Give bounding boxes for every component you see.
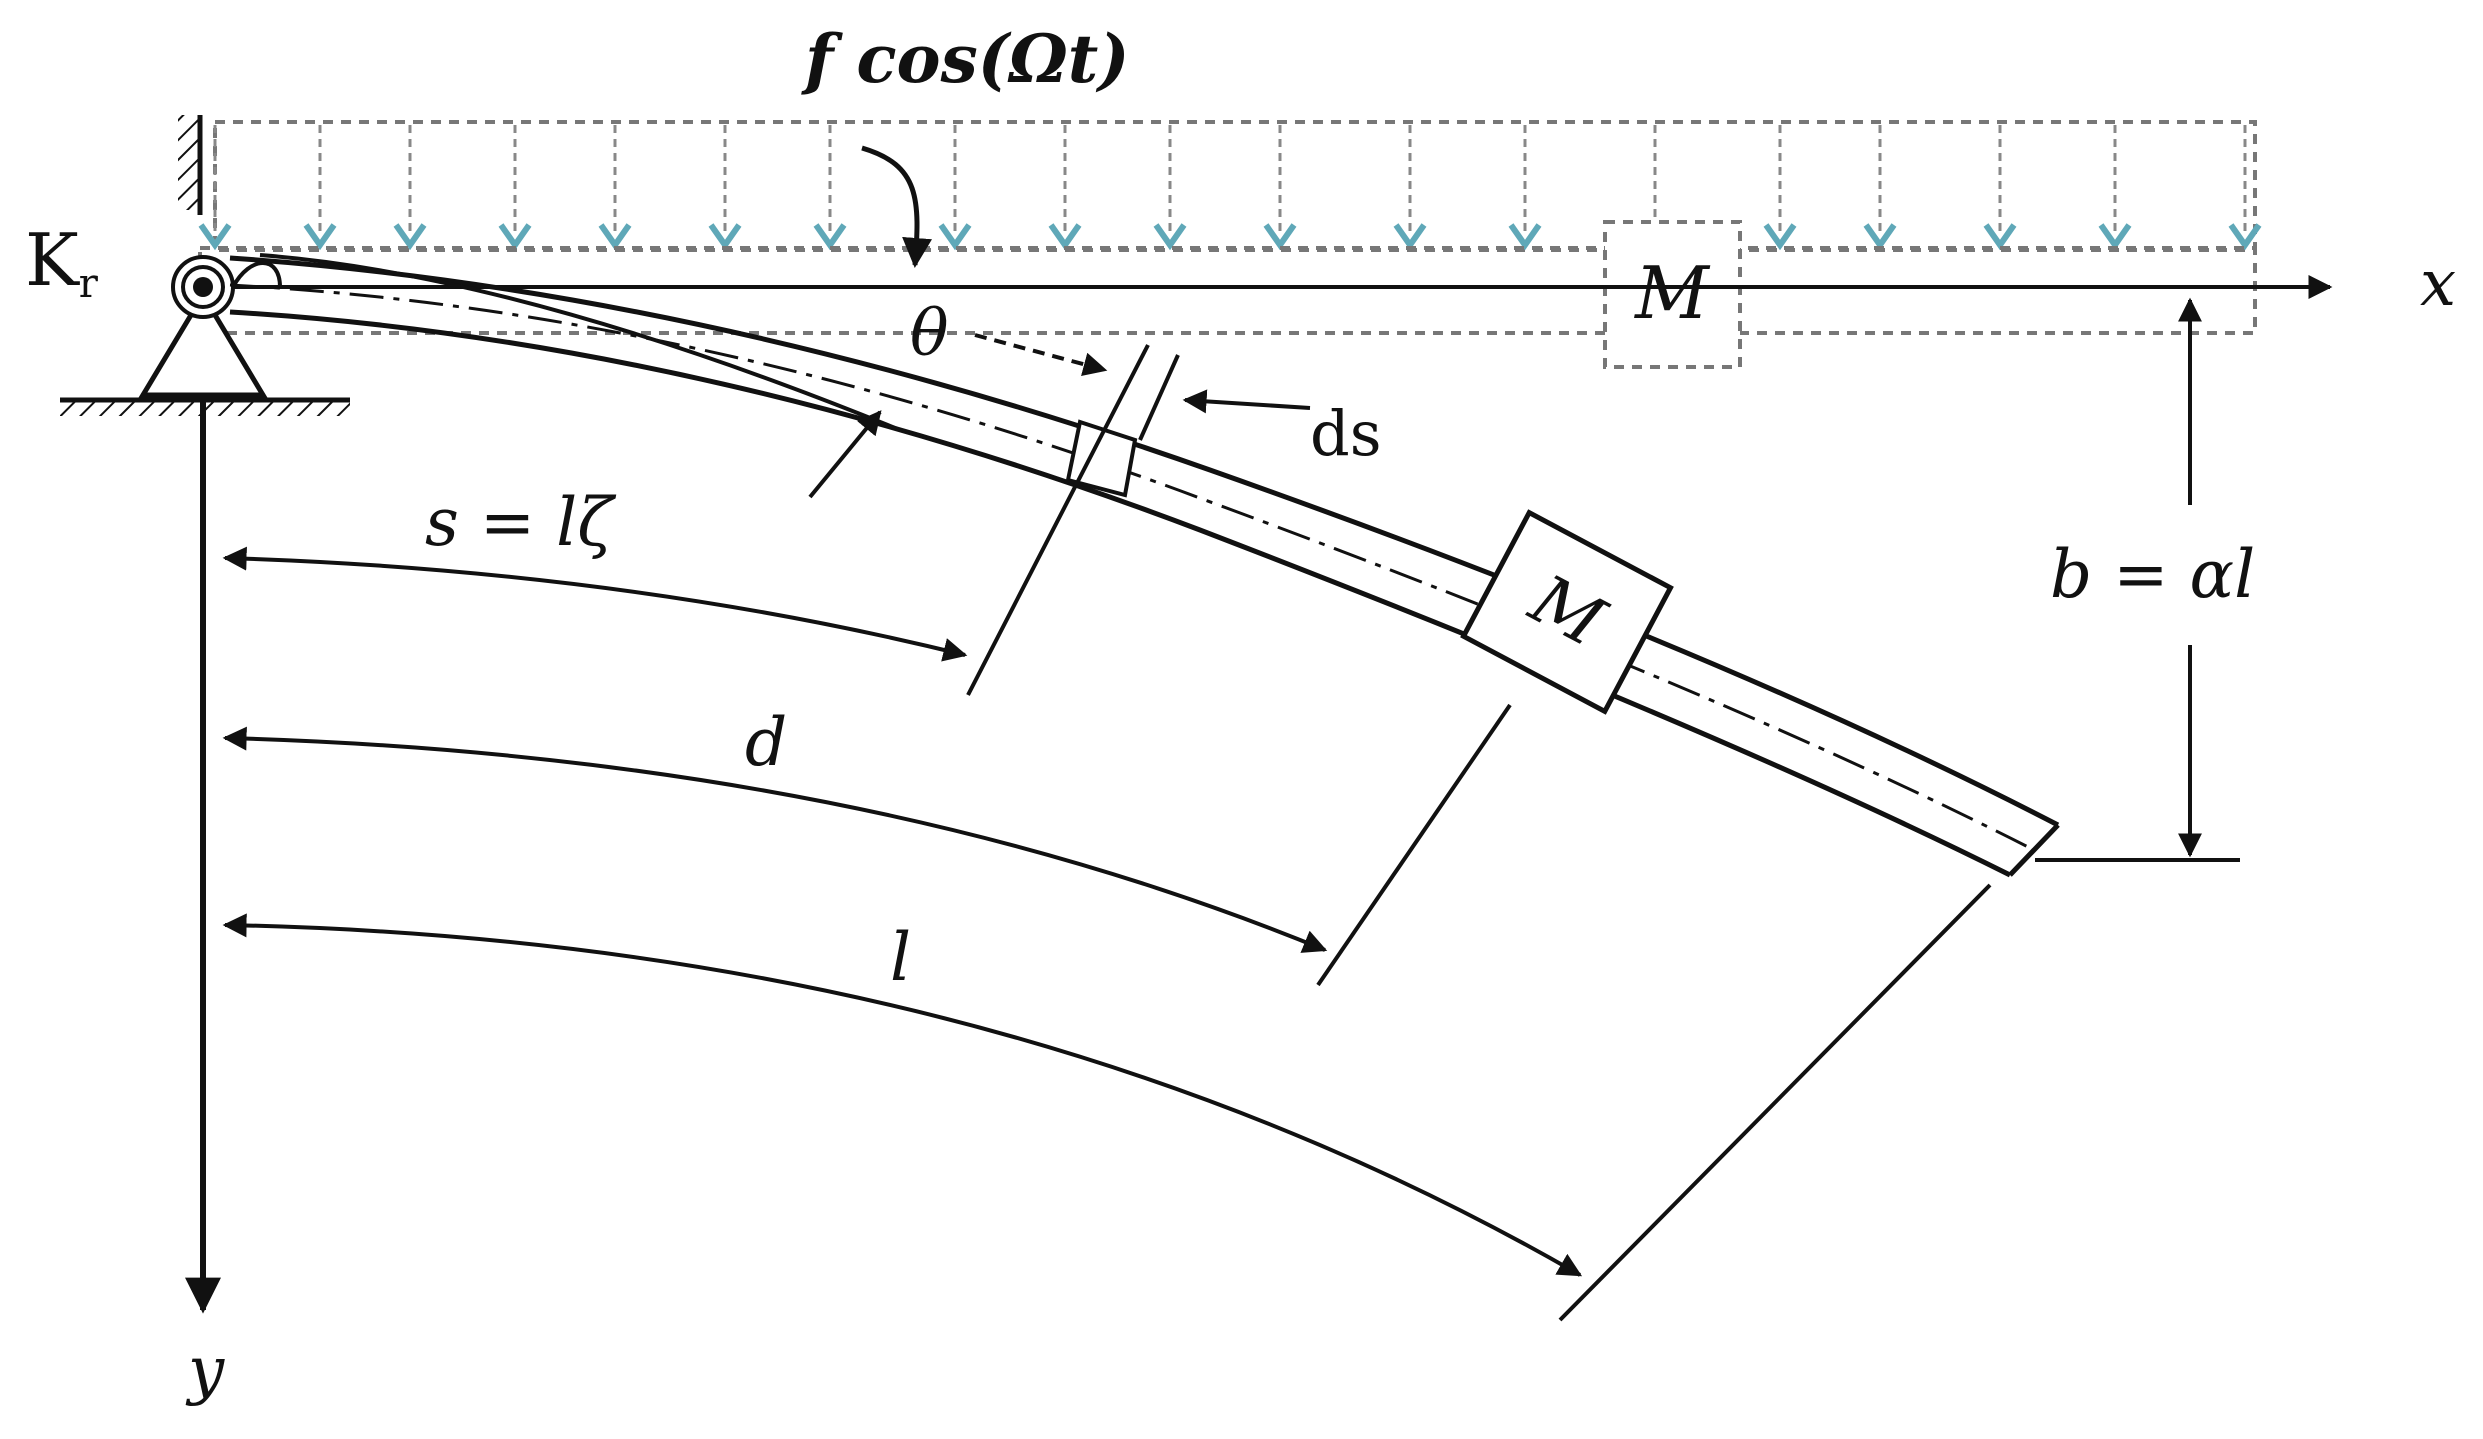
load-arrows	[198, 125, 2262, 251]
load-arrow-head	[1393, 223, 1427, 251]
theta-annotation: θ	[910, 297, 1108, 376]
load-arrow-head	[198, 223, 232, 251]
ds-annotation: ds	[1182, 389, 1382, 470]
height-label: b = αl	[2050, 536, 2255, 613]
load-arrow-head	[813, 223, 847, 251]
arc-s: s = lζ	[222, 484, 968, 662]
ds-label: ds	[1310, 397, 1382, 470]
load-arrow-head	[938, 223, 972, 251]
beam-tip-edge	[2008, 823, 2060, 877]
y-axis-label: y	[185, 1334, 225, 1408]
y-axis: y	[185, 280, 225, 1408]
arc-l: l	[222, 913, 1583, 1277]
x-axis: x	[200, 247, 2456, 321]
load-annotation: f cos(Ωt)	[801, 20, 1129, 268]
arc-l-label: l	[890, 919, 911, 996]
load-arrow-head	[1153, 223, 1187, 251]
x-axis-label: x	[2420, 247, 2456, 321]
load-arrow-head	[1263, 223, 1297, 251]
thickness-arrow	[808, 410, 882, 499]
arc-d: d	[222, 704, 1328, 953]
height-dimension: b = αl	[2050, 297, 2255, 858]
tangent-line	[259, 253, 901, 432]
load-arrow-head	[393, 223, 427, 251]
beam-lower-edge	[229, 309, 2012, 878]
pin-support	[60, 290, 350, 416]
arc-d-label: d	[745, 704, 787, 781]
load-arrow-head	[303, 223, 337, 251]
load-arrow-head	[708, 223, 742, 251]
load-arrow-head	[1763, 223, 1797, 251]
undeformed-mass-box	[1603, 220, 1742, 369]
torsional-spring: Kr	[25, 218, 282, 319]
extension-lines	[966, 344, 2240, 1322]
load-arrow-head	[1048, 223, 1082, 251]
undeformed-beam: M	[198, 220, 2257, 369]
beam-upper-edge	[229, 255, 2060, 828]
load-arrow-head	[1863, 223, 1897, 251]
element-ds	[1065, 419, 1138, 498]
load-arrow-head	[498, 223, 532, 251]
stiffness-label: Kr	[25, 218, 99, 307]
load-arrow-head	[598, 223, 632, 251]
deformed-beam: M	[229, 253, 2060, 878]
wall-support	[178, 115, 203, 215]
distributed-load	[198, 120, 2262, 252]
undeformed-mass-label: M	[1633, 251, 1711, 335]
load-arrow-head	[2098, 223, 2132, 251]
arc-s-label: s = lζ	[425, 484, 617, 561]
theta-label: θ	[910, 297, 949, 371]
load-arrow-head	[1983, 223, 2017, 251]
load-region-outline	[213, 120, 2257, 252]
beam-centerline	[229, 283, 2035, 852]
load-arrow-head	[2228, 223, 2262, 251]
load-arrow-head	[1508, 223, 1542, 251]
deformed-mass: M	[1460, 509, 1674, 715]
load-label: f cos(Ωt)	[801, 20, 1129, 98]
